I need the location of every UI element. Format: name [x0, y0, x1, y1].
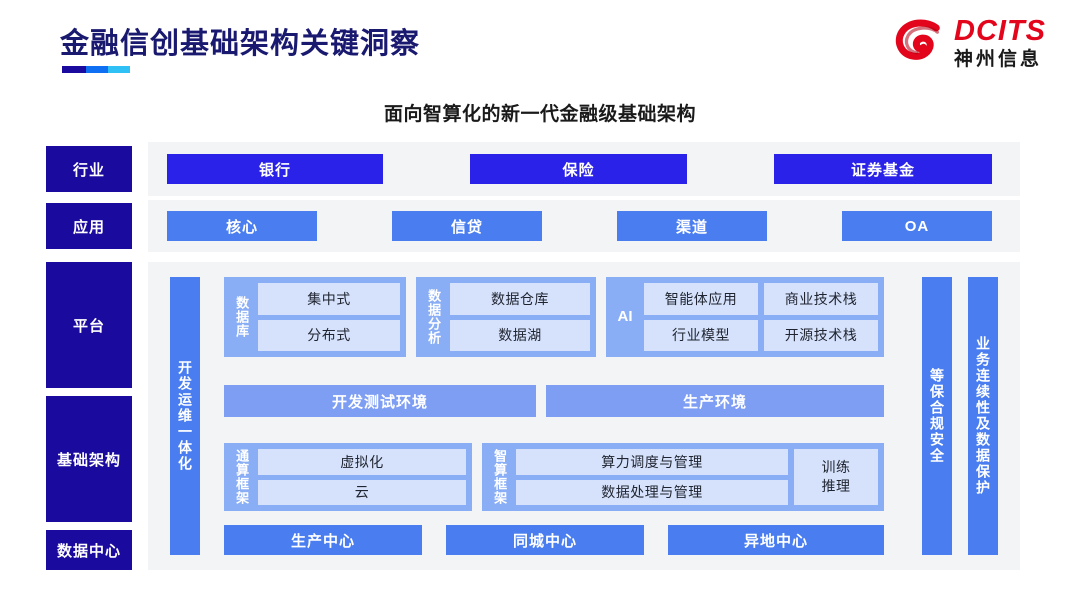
rail-label-application: 应用 — [46, 203, 132, 249]
group-title-data-analysis: 数据分析 — [426, 289, 442, 345]
cell-agent-application[interactable]: 智能体应用 — [644, 283, 758, 315]
application-chip-channel[interactable]: 渠道 — [617, 211, 767, 241]
application-band: 核心 信贷 渠道 OA — [148, 200, 1020, 252]
rail-label-platform: 平台 — [46, 262, 132, 388]
group-body: 数据仓库 数据湖 — [450, 283, 590, 351]
cell-cloud[interactable]: 云 — [258, 479, 466, 505]
cell-training-inference[interactable]: 训练 推理 — [794, 449, 878, 505]
group-body: 虚拟化 云 — [258, 449, 466, 505]
cell-distributed[interactable]: 分布式 — [258, 319, 400, 351]
pillar-security-compliance: 等保合规安全 — [922, 277, 952, 555]
group-body: 算力调度与管理 数据处理与管理 — [516, 449, 788, 505]
rail-label-infrastructure: 基础架构 — [46, 396, 132, 522]
pillar-devops: 开发运维一体化 — [170, 277, 200, 555]
panel-content: 数据库 集中式 分布式 数据分析 数据仓库 数据湖 AI 智能体 — [224, 277, 884, 555]
architecture-panel: 开发运维一体化 等保合规安全 业务连续性及数据保护 数据库 集中式 分布式 数据… — [148, 262, 1020, 570]
env-bar-production[interactable]: 生产环境 — [546, 385, 884, 417]
page-title: 金融信创基础架构关键洞察 — [60, 28, 421, 60]
application-chip-oa[interactable]: OA — [842, 211, 992, 241]
cell-commercial-stack[interactable]: 商业技术栈 — [764, 283, 878, 315]
cell-industry-model[interactable]: 行业模型 — [644, 319, 758, 351]
brand-logo: DCITS 神州信息 — [892, 16, 1046, 70]
group-database: 数据库 集中式 分布式 — [224, 277, 406, 357]
dc-bar-local-center[interactable]: 同城中心 — [446, 525, 644, 555]
group-intelligent-compute-framework: 智算框架 算力调度与管理 数据处理与管理 训练 推理 — [482, 443, 884, 511]
group-data-analysis: 数据分析 数据仓库 数据湖 — [416, 277, 596, 357]
industry-chip-bank[interactable]: 银行 — [167, 154, 383, 184]
logo-en-text: DCITS — [954, 15, 1046, 47]
cell-opensource-stack[interactable]: 开源技术栈 — [764, 319, 878, 351]
dc-bar-production-center[interactable]: 生产中心 — [224, 525, 422, 555]
industry-chip-securities-fund[interactable]: 证券基金 — [774, 154, 992, 184]
title-accent-bar — [62, 66, 130, 73]
slide-header: 金融信创基础架构关键洞察 DCITS 神州信息 — [0, 0, 1080, 92]
application-chip-credit[interactable]: 信贷 — [392, 211, 542, 241]
group-body: 智能体应用 商业技术栈 行业模型 开源技术栈 — [644, 283, 878, 351]
group-title-intelligent-compute: 智算框架 — [492, 449, 508, 505]
cell-data-warehouse[interactable]: 数据仓库 — [450, 283, 590, 315]
diagram-subtitle: 面向智算化的新一代金融级基础架构 — [383, 104, 696, 125]
group-title-database: 数据库 — [234, 296, 250, 338]
pillar-business-continuity: 业务连续性及数据保护 — [968, 277, 998, 555]
group-general-compute-framework: 通算框架 虚拟化 云 — [224, 443, 472, 511]
group-title-ai: AI — [617, 307, 633, 325]
cell-compute-scheduling[interactable]: 算力调度与管理 — [516, 449, 788, 475]
accent-segment — [108, 66, 130, 73]
rail-label-industry: 行业 — [46, 146, 132, 192]
cell-centralized[interactable]: 集中式 — [258, 283, 400, 315]
application-chip-core[interactable]: 核心 — [167, 211, 317, 241]
group-ai: AI 智能体应用 商业技术栈 行业模型 开源技术栈 — [606, 277, 884, 357]
logo-cn-text: 神州信息 — [954, 49, 1043, 70]
env-bar-dev-test[interactable]: 开发测试环境 — [224, 385, 536, 417]
cell-virtualization[interactable]: 虚拟化 — [258, 449, 466, 475]
rail-label-data-center: 数据中心 — [46, 530, 132, 570]
industry-chip-insurance[interactable]: 保险 — [470, 154, 687, 184]
cell-data-processing[interactable]: 数据处理与管理 — [516, 479, 788, 505]
accent-segment — [62, 66, 86, 73]
dcits-swirl-icon — [895, 19, 940, 60]
training-label: 训练 — [821, 459, 851, 476]
cell-data-lake[interactable]: 数据湖 — [450, 319, 590, 351]
dc-bar-remote-center[interactable]: 异地中心 — [668, 525, 884, 555]
industry-band: 银行 保险 证券基金 — [148, 142, 1020, 196]
inference-label: 推理 — [821, 478, 851, 494]
group-body: 集中式 分布式 — [258, 283, 400, 351]
logo-text: DCITS 神州信息 — [954, 15, 1046, 70]
group-row: 行业模型 开源技术栈 — [644, 319, 878, 351]
group-title-general-compute: 通算框架 — [234, 449, 250, 505]
accent-segment — [86, 66, 108, 73]
group-row: 智能体应用 商业技术栈 — [644, 283, 878, 315]
